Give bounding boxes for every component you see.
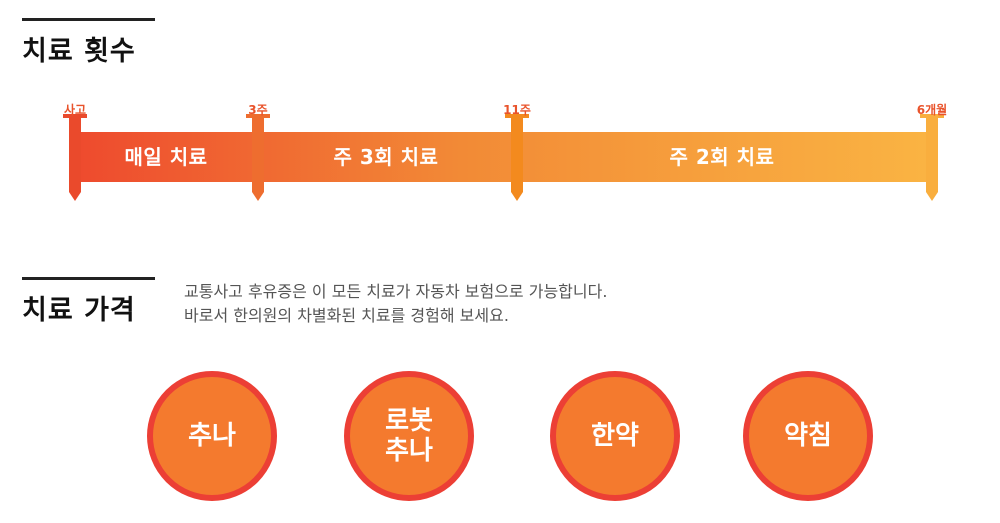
segment-label-daily: 매일 치료 [124, 145, 208, 169]
section-divider [22, 18, 155, 21]
timeline-marker-6-months: 6개월 [917, 103, 947, 202]
marker-pin-icon [505, 114, 529, 201]
treatment-label: 추나 [188, 421, 236, 451]
treatment-herbal-medicine: 한약 [550, 371, 680, 501]
marker-label: 사고 [63, 103, 87, 117]
timeline-marker-3-weeks: 3주 [246, 103, 270, 202]
treatment-chuna: 추나 [147, 371, 277, 501]
marker-pin-icon [920, 114, 944, 201]
marker-label: 6개월 [916, 103, 948, 117]
treatment-label: 약침 [784, 421, 832, 451]
marker-pin-icon [246, 114, 270, 201]
section-header-treatment-count: 치료 횟수 [22, 18, 155, 68]
section-divider [22, 277, 155, 280]
description-line: 바로서 한의원의 차별화된 치료를 경험해 보세요. [184, 306, 509, 325]
treatment-robot-chuna: 로봇 추나 [344, 371, 474, 501]
timeline-bar [75, 132, 933, 182]
description-line: 교통사고 후유증은 이 모든 치료가 자동차 보험으로 가능합니다. [184, 282, 608, 301]
timeline-marker-11-weeks: 11주 [503, 103, 531, 202]
section-title-treatment-count: 치료 횟수 [22, 36, 136, 67]
segment-label-3-per-week: 주 3회 치료 [333, 145, 439, 169]
treatment-label: 한약 [591, 421, 639, 451]
section-title-treatment-price: 치료 가격 [22, 295, 136, 326]
marker-label: 3주 [248, 103, 268, 117]
segment-label-2-per-week: 주 2회 치료 [669, 145, 775, 169]
marker-label: 11주 [503, 103, 531, 117]
timeline-marker-accident: 사고 [63, 103, 87, 202]
treatment-pharmacopuncture: 약침 [743, 371, 873, 501]
section-header-treatment-price: 치료 가격 [22, 277, 155, 327]
treatment-timeline: 매일 치료 주 3회 치료 주 2회 치료 사고 3주 11주 6개월 [0, 92, 1000, 212]
price-description: 교통사고 후유증은 이 모든 치료가 자동차 보험으로 가능합니다. 바로서 한… [184, 280, 607, 328]
marker-pin-icon [63, 114, 87, 201]
treatment-label: 로봇 추나 [385, 406, 433, 466]
